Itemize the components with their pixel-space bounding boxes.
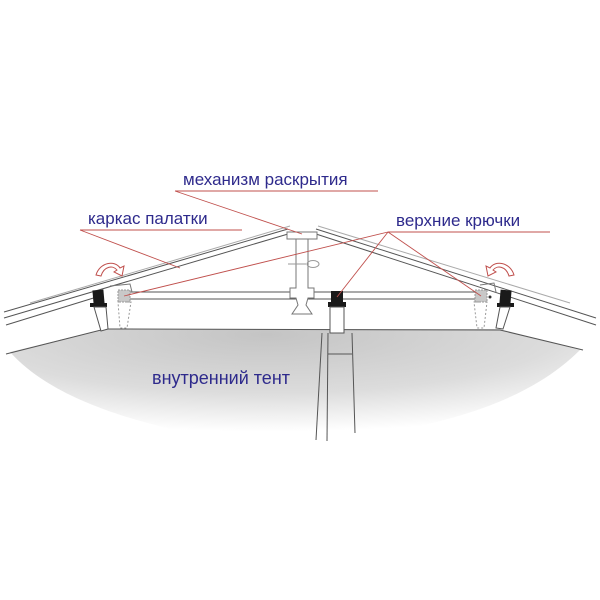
center-pole: [315, 332, 356, 442]
hooks-leader-right: [387, 231, 482, 297]
opening-mechanism: [286, 231, 320, 315]
inner-tent-top-edge: [5, 328, 584, 355]
left-hook: [90, 283, 133, 332]
right-roof-frame: [315, 225, 597, 326]
left-roof-frame: [3, 225, 291, 326]
label-frame: каркас палатки: [88, 209, 208, 228]
frame-leader: [79, 229, 181, 269]
center-hook: [328, 291, 346, 334]
label-hooks: верхние крючки: [396, 211, 521, 230]
inner-tent-shape: [10, 329, 580, 443]
right-rotate-arrow-icon: [485, 262, 515, 277]
leader-lines: [79, 190, 550, 298]
right-hook: [473, 282, 514, 330]
left-rotate-arrow-icon: [95, 262, 125, 277]
mechanism-leader: [174, 190, 303, 235]
label-mechanism: механизм раскрытия: [183, 170, 348, 189]
label-inner-tent: внутренний тент: [152, 368, 290, 388]
hooks-leader-left: [123, 231, 389, 297]
hooks-leader-center: [336, 231, 389, 298]
